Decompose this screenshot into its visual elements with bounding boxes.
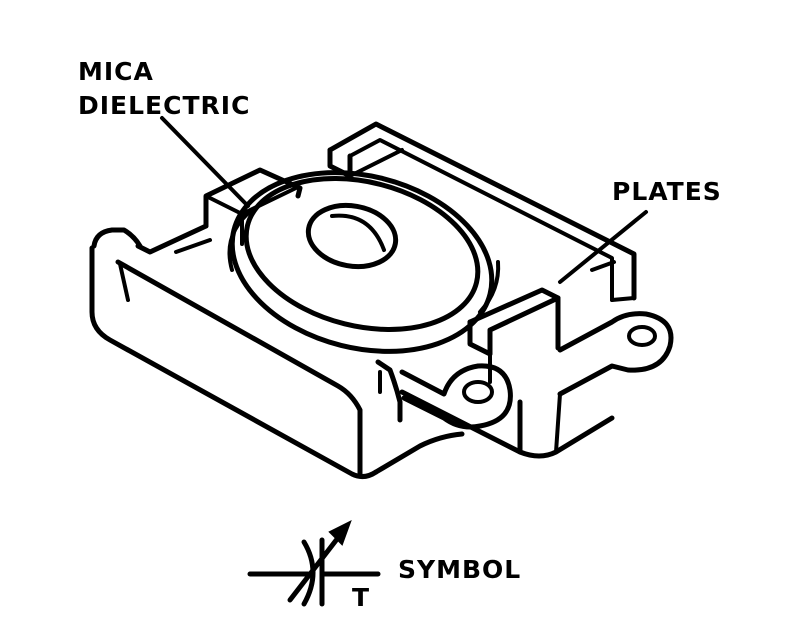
base-front-face (89, 245, 379, 480)
rear-rail-inner (348, 138, 614, 302)
symbol-t-label: T (352, 583, 370, 612)
plate-tick (590, 260, 616, 272)
rotor-plate (243, 176, 481, 332)
capacitor-drawing (89, 121, 674, 480)
variable-capacitor-symbol (247, 519, 381, 607)
base-front-top-edge (115, 259, 363, 477)
adjusting-screw (305, 202, 399, 270)
mica-leader-line (160, 116, 250, 208)
base-back-edge-left (135, 223, 209, 255)
upper-lug-hole (627, 325, 657, 347)
base-inner-line (118, 262, 130, 302)
disk-rim-right-arc (478, 260, 501, 314)
symbol-label: SYMBOL (398, 555, 521, 584)
base-floor-dash (174, 238, 212, 254)
base-right-lower (373, 431, 465, 475)
upper-solder-lug (557, 311, 674, 397)
mica-label-line2: DIELECTRIC (78, 91, 250, 120)
symbol-adjust-arrow-shaft (287, 527, 347, 603)
lower-lug-hole (462, 380, 494, 404)
lower-solder-lug (399, 363, 513, 430)
base-right-face-bottom (399, 389, 615, 459)
leader-lines (160, 116, 648, 284)
base-left-corner (91, 227, 143, 249)
rear-rail-right-end (610, 296, 636, 302)
disk-rim-left-arc (227, 208, 254, 272)
left-post (203, 167, 303, 229)
front-post-top (467, 287, 561, 351)
plates-leader-line (558, 210, 648, 284)
plates-label: PLATES (612, 177, 722, 206)
symbol-arrow-head-icon (328, 519, 352, 546)
screw-slot (330, 213, 386, 252)
mica-label-line1: MICA (78, 57, 154, 86)
rear-rail-top (327, 121, 637, 301)
upper-lug-edge (554, 392, 562, 454)
base-notch (375, 359, 403, 423)
